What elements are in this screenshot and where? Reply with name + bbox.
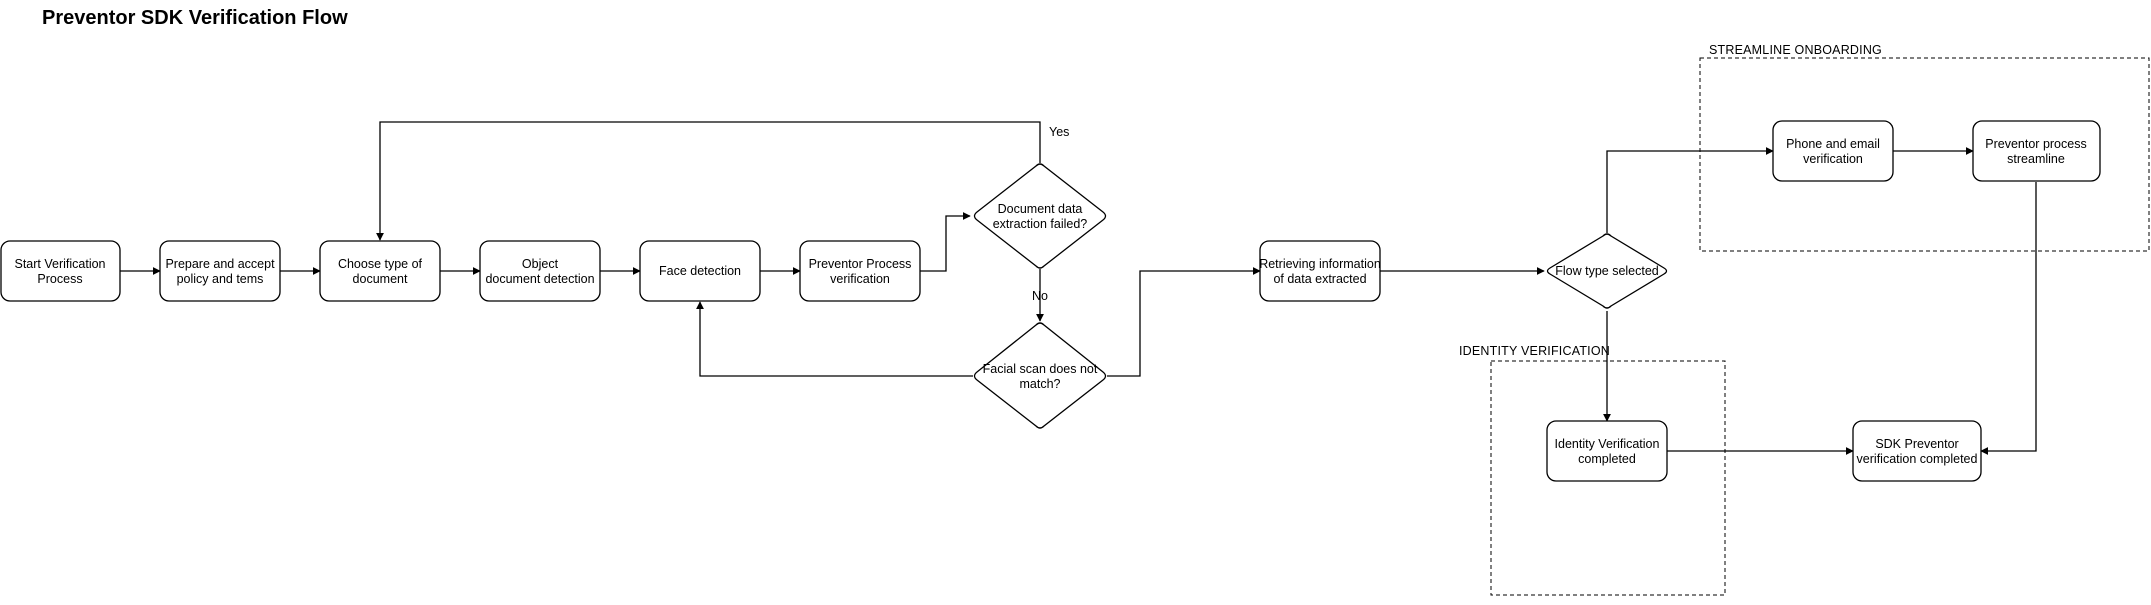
svg-text:Preventor Process: Preventor Process (809, 257, 912, 271)
svg-text:Process: Process (37, 272, 82, 286)
svg-text:Flow type selected: Flow type selected (1555, 264, 1659, 278)
svg-text:Retrieving information: Retrieving information (1259, 257, 1381, 271)
svg-text:verification completed: verification completed (1857, 452, 1978, 466)
svg-text:Prepare and accept: Prepare and accept (165, 257, 275, 271)
svg-text:Phone and email: Phone and email (1786, 137, 1880, 151)
node-choose-document-type: Choose type of document (319, 240, 441, 302)
svg-text:Identity Verification: Identity Verification (1555, 437, 1660, 451)
svg-text:Start Verification: Start Verification (14, 257, 105, 271)
svg-text:Document data: Document data (998, 202, 1083, 216)
svg-text:Object: Object (522, 257, 559, 271)
svg-text:verification: verification (1803, 152, 1863, 166)
svg-text:Face detection: Face detection (659, 264, 741, 278)
edge-preventor-docfailed (920, 212, 971, 272)
svg-text:completed: completed (1578, 452, 1636, 466)
edge-streamline-sdkdone (1980, 182, 2037, 455)
edge-facial-retrieving (1107, 267, 1261, 377)
svg-text:Facial scan does not: Facial scan does not (983, 362, 1098, 376)
edge-facial-face (696, 301, 973, 377)
svg-text:SDK Preventor: SDK Preventor (1875, 437, 1958, 451)
node-identity-verification-completed: Identity Verification completed (1546, 420, 1668, 482)
svg-text:match?: match? (1020, 377, 1061, 391)
decision-facial-scan-not-match: Facial scan does not match? (973, 322, 1107, 429)
edge-flowtype-phone (1606, 147, 1774, 233)
group-identity-label: IDENTITY VERIFICATION (1459, 344, 1610, 358)
node-preventor-process-streamline: Preventor process streamline (1972, 120, 2101, 182)
edge-label-yes: Yes (1049, 125, 1069, 139)
node-face-detection: Face detection (639, 240, 761, 302)
svg-text:Preventor process: Preventor process (1985, 137, 2086, 151)
node-phone-email-verification: Phone and email verification (1772, 120, 1894, 182)
node-preventor-process-verification: Preventor Process verification (799, 240, 921, 302)
group-streamline-label: STREAMLINE ONBOARDING (1709, 43, 1882, 57)
svg-text:verification: verification (830, 272, 890, 286)
svg-text:extraction failed?: extraction failed? (993, 217, 1088, 231)
svg-text:document detection: document detection (485, 272, 594, 286)
decision-flow-type-selected: Flow type selected (1546, 233, 1668, 309)
svg-text:Choose type of: Choose type of (338, 257, 423, 271)
node-retrieving-information: Retrieving information of data extracted (1259, 240, 1381, 302)
decision-document-data-extraction-failed: Document data extraction failed? (973, 163, 1107, 269)
edges (120, 121, 2037, 455)
node-sdk-preventor-verification-completed: SDK Preventor verification completed (1852, 420, 1982, 482)
svg-text:of data extracted: of data extracted (1273, 272, 1366, 286)
svg-text:policy and tems: policy and tems (177, 272, 264, 286)
group-streamline-onboarding: STREAMLINE ONBOARDING (1699, 43, 2150, 252)
diagram-title: Preventor SDK Verification Flow (42, 7, 348, 29)
node-prepare-accept-policy: Prepare and accept policy and tems (159, 240, 281, 302)
node-object-document-detection: Object document detection (479, 240, 601, 302)
svg-text:streamline: streamline (2007, 152, 2065, 166)
edge-docfailed-yes-choose (376, 121, 1041, 241)
node-start-verification: Start Verification Process (0, 240, 121, 302)
group-identity-verification: IDENTITY VERIFICATION (1459, 344, 1726, 596)
edge-label-no: No (1032, 289, 1048, 303)
svg-text:document: document (353, 272, 408, 286)
